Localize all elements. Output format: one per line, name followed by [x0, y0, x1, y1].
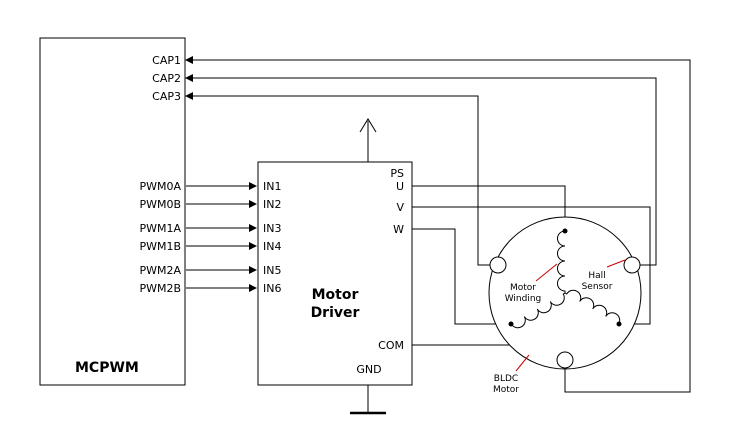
- pin-in6: IN6: [263, 282, 281, 295]
- pin-in4: IN4: [263, 240, 281, 253]
- pin-in3: IN3: [263, 222, 281, 235]
- motor-driver-title-line2: Driver: [311, 305, 360, 321]
- hall-sensor-label-line2: Sensor: [582, 282, 613, 292]
- motor-winding-label-line1: Motor: [510, 283, 536, 293]
- pin-in5: IN5: [263, 264, 281, 277]
- winding-terminal-v: [616, 321, 622, 327]
- pin-pwm0a: PWM0A: [139, 180, 181, 193]
- motor-winding-callout: Motor Winding: [505, 263, 558, 304]
- pin-pwm0b: PWM0B: [139, 198, 181, 211]
- motor-winding-right: [564, 289, 621, 325]
- pwm-to-in-wires: [186, 182, 257, 292]
- gnd-symbol: [350, 385, 386, 415]
- motor-winding-left: [510, 292, 566, 329]
- pin-v: V: [396, 201, 404, 214]
- pin-in2: IN2: [263, 198, 281, 211]
- mcpwm-block: [39, 37, 186, 386]
- pin-pwm1a: PWM1A: [139, 222, 181, 235]
- motor-winding-top: [557, 230, 566, 293]
- motor-driver-title-line1: Motor: [312, 287, 359, 303]
- hall-sensor-label-line1: Hall: [588, 271, 605, 281]
- bldc-motor-callout: BLDC Motor: [493, 354, 530, 395]
- cap1-wire: [185, 56, 691, 393]
- ps-power-arrow: [359, 118, 377, 162]
- pin-w: W: [393, 223, 404, 236]
- pin-u: U: [396, 180, 404, 193]
- pin-pwm2a: PWM2A: [139, 264, 181, 277]
- motor-winding-label-line2: Winding: [505, 294, 542, 304]
- hall-sensor-right: [623, 256, 641, 274]
- pin-cap3: CAP3: [152, 90, 181, 103]
- pin-com: COM: [378, 339, 404, 352]
- mcpwm-title: MCPWM: [75, 360, 139, 376]
- hall-sensor-bottom: [556, 351, 574, 369]
- pin-cap2: CAP2: [152, 72, 181, 85]
- phase-u-wire: [412, 185, 566, 231]
- bldc-motor-label-line2: Motor: [493, 385, 519, 395]
- pin-pwm2b: PWM2B: [139, 282, 181, 295]
- cap3-wire: [185, 92, 490, 266]
- winding-terminal-w: [508, 321, 514, 327]
- motor-driver-block: [257, 161, 413, 386]
- phase-w-wire: [412, 228, 511, 325]
- bldc-motor-label-line1: BLDC: [494, 374, 518, 384]
- winding-terminal-u: [562, 228, 568, 234]
- cap2-wire: [185, 74, 657, 266]
- hall-sensor-callout: Hall Sensor: [582, 259, 626, 292]
- pin-in1: IN1: [263, 180, 281, 193]
- hall-sensor-left: [489, 256, 507, 274]
- pin-pwm1b: PWM1B: [139, 240, 181, 253]
- pin-ps: PS: [390, 167, 404, 180]
- pin-cap1: CAP1: [152, 54, 181, 67]
- pin-gnd: GND: [356, 363, 381, 376]
